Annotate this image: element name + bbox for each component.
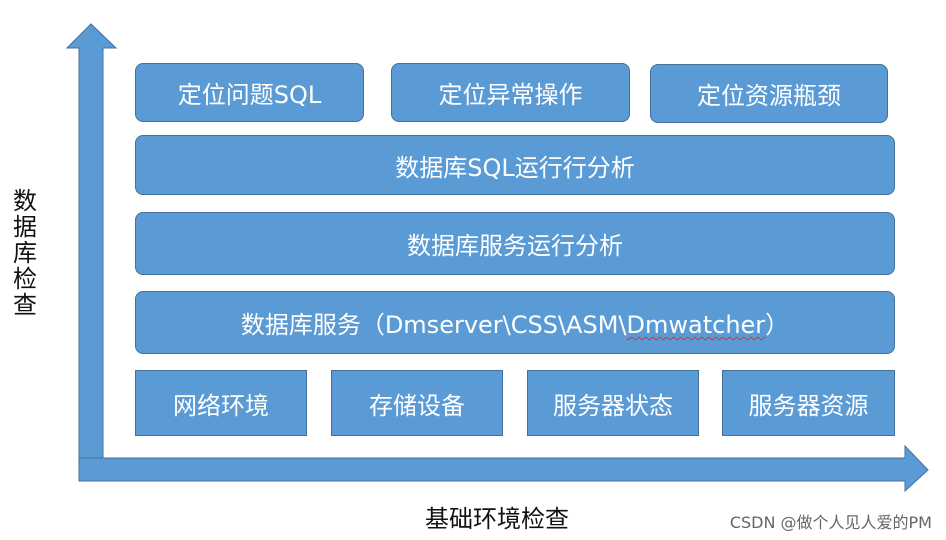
x-axis-label: 基础环境检查 [425,505,569,533]
y-axis-arrow [65,23,118,482]
locate-abnormal-operation-label: 定位异常操作 [438,81,583,109]
storage-device-label: 存储设备 [369,391,465,420]
network-environment-label: 网络环境 [173,391,269,420]
locate-resource-bottleneck-label: 定位资源瓶颈 [697,82,841,110]
db-service-prefix: 数据库服务（Dmserver\CSS\ASM\ [240,311,627,339]
locate-abnormal-operation-box: 定位异常操作 [391,63,630,122]
server-resource-label: 服务器资源 [748,391,869,420]
db-service-box: 数据库服务（Dmserver\CSS\ASM\Dmwatcher） [135,291,895,354]
db-service-analysis-label: 数据库服务运行分析 [407,232,623,260]
x-axis-arrow [78,444,929,493]
watermark: CSDN @做个人见人爱的PM [729,513,932,532]
y-axis-label: 数据库检查 [13,187,37,319]
db-sql-analysis-box: 数据库SQL运行行分析 [135,135,895,195]
db-service-underlined: Dmwatcher [626,311,766,339]
locate-problem-sql-box: 定位问题SQL [135,63,364,122]
locate-resource-bottleneck-box: 定位资源瓶颈 [650,64,888,123]
db-service-label: 数据库服务（Dmserver\CSS\ASM\Dmwatcher） [241,305,789,340]
storage-device-box: 存储设备 [331,370,503,436]
db-service-analysis-box: 数据库服务运行分析 [135,212,895,275]
network-environment-box: 网络环境 [135,370,307,436]
locate-problem-sql-label: 定位问题SQL [177,81,322,109]
server-resource-box: 服务器资源 [722,370,895,436]
server-status-box: 服务器状态 [527,370,699,436]
db-sql-analysis-label: 数据库SQL运行行分析 [395,153,635,182]
server-status-label: 服务器状态 [553,391,673,420]
db-service-suffix: ） [765,311,790,339]
